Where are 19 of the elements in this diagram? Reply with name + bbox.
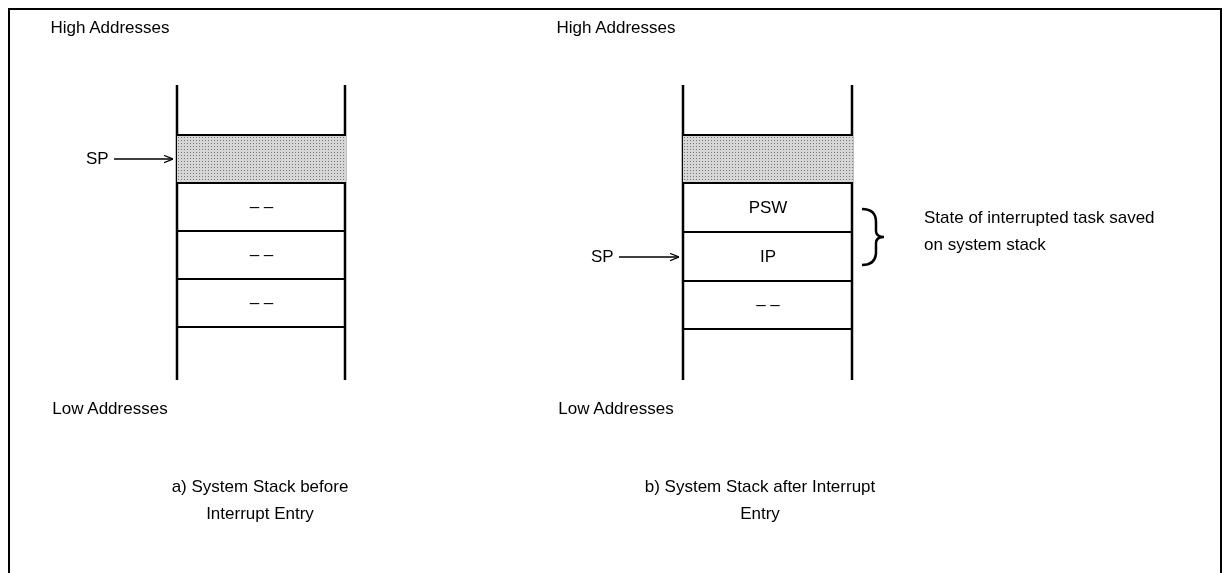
address-label: High Addresses bbox=[50, 17, 170, 39]
figure-caption: b) System Stack after Interrupt Entry bbox=[643, 476, 877, 525]
shaded-stack-cell bbox=[683, 134, 853, 184]
arrow bbox=[618, 252, 680, 262]
figure-caption: a) System Stack before Interrupt Entry bbox=[170, 476, 350, 525]
stack-pointer-label: SP bbox=[591, 245, 617, 269]
annotation-text: State of interrupted task saved on system stack bbox=[924, 207, 1156, 256]
arrow bbox=[113, 154, 174, 164]
stack-pointer-label: SP bbox=[86, 147, 112, 171]
address-label: Low Addresses bbox=[557, 398, 675, 420]
stack-cell: – – bbox=[177, 230, 346, 280]
stack-cell: – – bbox=[177, 182, 346, 232]
stack-cell: – – bbox=[683, 280, 853, 330]
stack-cell: – – bbox=[177, 278, 346, 328]
shaded-stack-cell bbox=[177, 134, 346, 184]
stack-cell: PSW bbox=[683, 182, 853, 233]
address-label: Low Addresses bbox=[51, 398, 169, 420]
stack-cell: IP bbox=[683, 231, 853, 282]
address-label: High Addresses bbox=[556, 17, 676, 39]
